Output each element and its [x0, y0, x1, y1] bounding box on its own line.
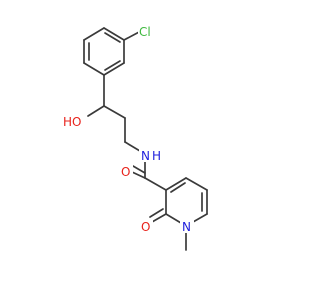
bond	[103, 62, 125, 76]
bond	[103, 105, 126, 119]
bond	[185, 177, 208, 191]
bond	[132, 165, 146, 174]
bond	[104, 60, 121, 71]
bond	[165, 177, 187, 191]
bond	[103, 27, 125, 41]
bond	[149, 208, 164, 218]
bond	[87, 105, 105, 117]
atom-labels: Cl HO N H O O N	[62, 23, 194, 234]
hydroxyl-label: HO	[63, 115, 81, 129]
bond	[83, 27, 105, 41]
bond	[151, 213, 167, 223]
structure-diagram: Cl HO N H O O N	[62, 23, 208, 251]
pyridone-oxygen-label: O	[141, 220, 150, 234]
bonds	[83, 27, 208, 251]
bond	[131, 171, 146, 179]
chlorine-label: Cl	[139, 25, 151, 39]
carbonyl-oxygen-label: O	[121, 165, 130, 179]
bond	[104, 32, 121, 43]
bond	[83, 62, 105, 76]
amide-nitrogen-label: N	[141, 149, 150, 163]
ring-nitrogen-label: N	[182, 220, 191, 234]
bond	[144, 177, 167, 191]
bond	[170, 182, 186, 193]
amide-hydrogen-label: H	[152, 149, 161, 163]
